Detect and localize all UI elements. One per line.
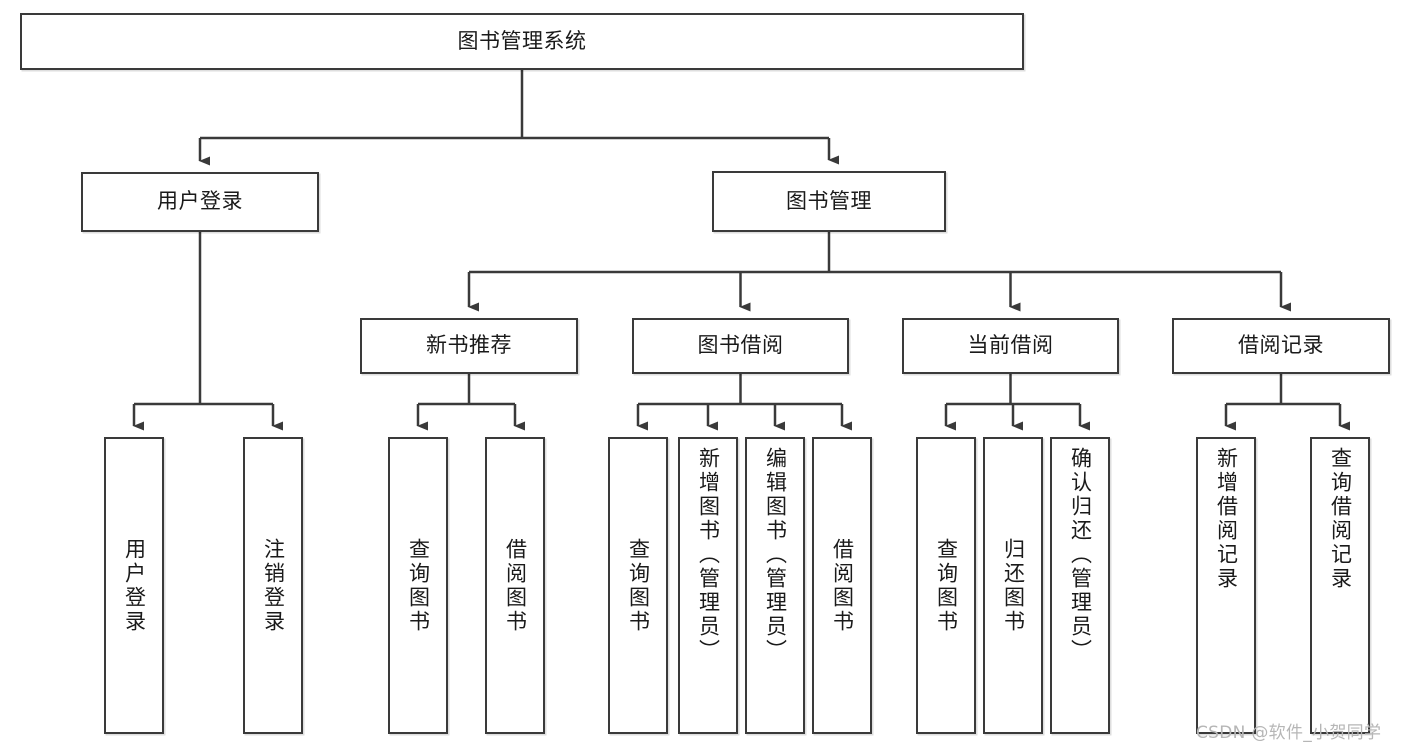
node-leaf-user-logout[interactable]: 注销登录 xyxy=(243,437,303,734)
node-leaf-return-book-label: 归还图书 xyxy=(1001,537,1026,634)
node-leaf-borrow-book-1-label: 借阅图书 xyxy=(503,537,528,634)
node-leaf-edit-book[interactable]: 编辑图书（管理员） xyxy=(745,437,805,734)
node-leaf-borrow-book-2-label: 借阅图书 xyxy=(830,537,855,634)
node-leaf-add-record-label: 新增借阅记录 xyxy=(1214,447,1239,591)
node-leaf-user-logout-label: 注销登录 xyxy=(261,537,286,634)
node-book-management[interactable]: 图书管理 xyxy=(712,171,946,232)
node-book-borrow-label: 图书借阅 xyxy=(697,333,784,358)
node-leaf-add-book-label: 新增图书（管理员） xyxy=(696,447,721,663)
node-user-login[interactable]: 用户登录 xyxy=(81,172,319,232)
node-leaf-query-book-1[interactable]: 查询图书 xyxy=(388,437,448,734)
node-leaf-add-record[interactable]: 新增借阅记录 xyxy=(1196,437,1256,734)
node-leaf-add-book[interactable]: 新增图书（管理员） xyxy=(678,437,738,734)
node-leaf-edit-book-label: 编辑图书（管理员） xyxy=(763,447,788,663)
node-current-borrow[interactable]: 当前借阅 xyxy=(902,318,1119,374)
node-leaf-query-book-1-label: 查询图书 xyxy=(406,537,431,634)
node-borrow-record-label: 借阅记录 xyxy=(1238,333,1324,358)
node-current-borrow-label: 当前借阅 xyxy=(967,333,1054,358)
node-leaf-query-record-label: 查询借阅记录 xyxy=(1328,447,1353,591)
node-leaf-query-book-3-label: 查询图书 xyxy=(934,537,959,634)
node-leaf-user-login-label: 用户登录 xyxy=(122,537,147,634)
node-book-borrow[interactable]: 图书借阅 xyxy=(632,318,849,374)
node-borrow-record[interactable]: 借阅记录 xyxy=(1172,318,1390,374)
node-leaf-borrow-book-1[interactable]: 借阅图书 xyxy=(485,437,545,734)
node-leaf-query-book-2[interactable]: 查询图书 xyxy=(608,437,668,734)
node-leaf-query-record[interactable]: 查询借阅记录 xyxy=(1310,437,1370,734)
node-user-login-label: 用户登录 xyxy=(157,189,243,214)
node-leaf-confirm-return-label: 确认归还（管理员） xyxy=(1068,447,1093,663)
node-leaf-confirm-return[interactable]: 确认归还（管理员） xyxy=(1050,437,1110,734)
node-root[interactable]: 图书管理系统 xyxy=(20,13,1024,70)
watermark: CSDN @软件_小贺同学 xyxy=(1196,723,1382,743)
node-leaf-return-book[interactable]: 归还图书 xyxy=(983,437,1043,734)
node-leaf-borrow-book-2[interactable]: 借阅图书 xyxy=(812,437,872,734)
node-root-label: 图书管理系统 xyxy=(457,28,587,53)
node-book-management-label: 图书管理 xyxy=(786,188,872,213)
node-leaf-query-book-3[interactable]: 查询图书 xyxy=(916,437,976,734)
node-new-book-recommend[interactable]: 新书推荐 xyxy=(360,318,578,374)
node-leaf-query-book-2-label: 查询图书 xyxy=(626,537,651,634)
node-leaf-user-login[interactable]: 用户登录 xyxy=(104,437,164,734)
node-new-book-recommend-label: 新书推荐 xyxy=(426,333,512,358)
